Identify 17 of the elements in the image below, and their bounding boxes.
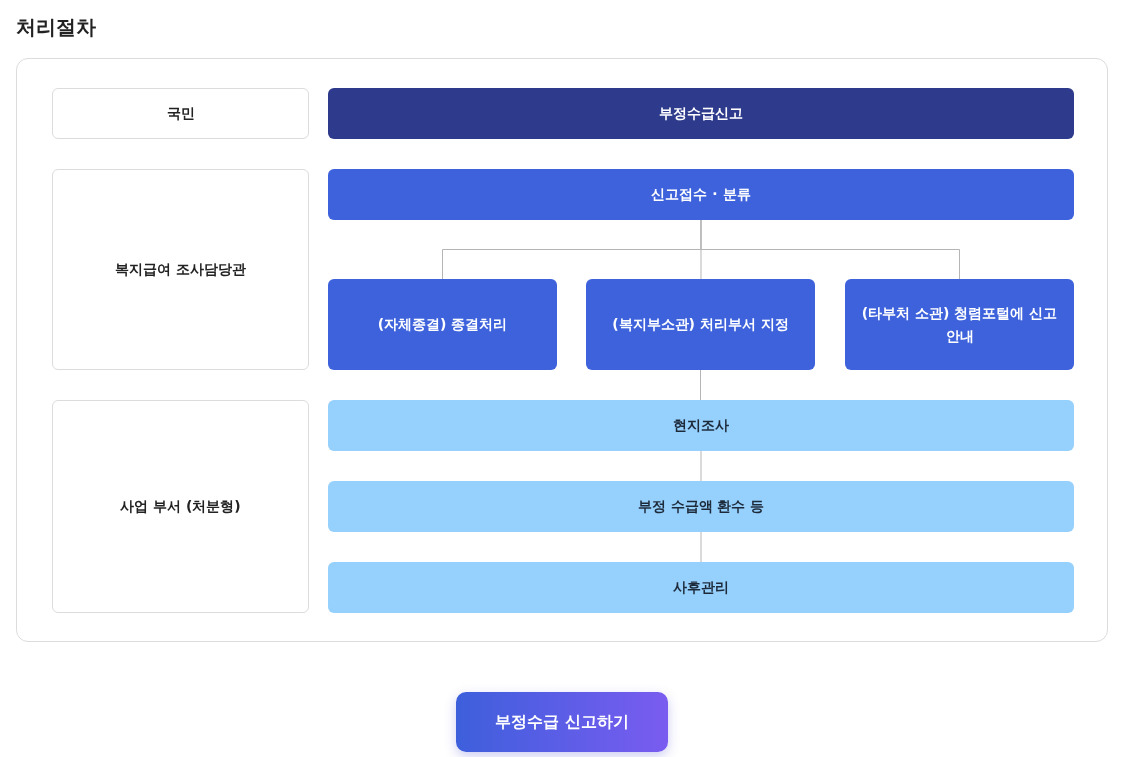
connector-line	[700, 369, 701, 401]
process-box: (타부처 소관) 청렴포털에 신고안내	[845, 279, 1074, 370]
process-box: 사후관리	[328, 562, 1074, 613]
process-box: (자체종결) 종결처리	[328, 279, 557, 370]
process-box: (복지부소관) 처리부서 지정	[586, 279, 815, 370]
report-button: 부정수급 신고하기	[456, 692, 668, 752]
section-title: 처리절차	[16, 14, 96, 41]
connector-line	[700, 531, 702, 563]
connector-line	[700, 450, 702, 482]
process-box: 부정수급신고	[328, 88, 1074, 139]
lane-label-box: 사업 부서 (처분형)	[52, 400, 309, 613]
process-box: 현지조사	[328, 400, 1074, 451]
connector-line	[700, 219, 960, 280]
lane-label-box: 국민	[52, 88, 309, 139]
process-box: 부정 수급액 환수 등	[328, 481, 1074, 532]
lane-label-box: 복지급여 조사담당관	[52, 169, 309, 370]
process-box: 신고접수 · 분류	[328, 169, 1074, 220]
